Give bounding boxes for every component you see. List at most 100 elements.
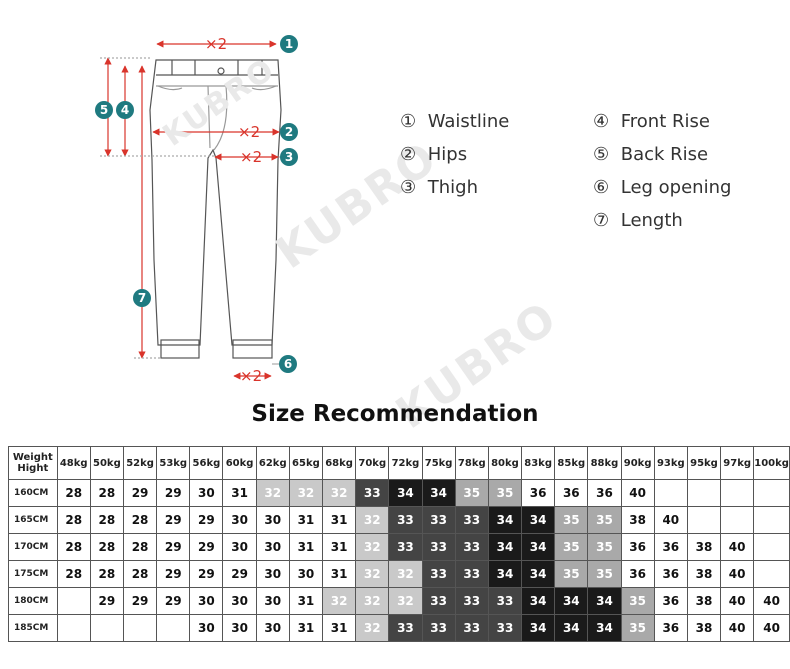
size-cell: 30 [255, 587, 290, 615]
height-header: 165CM [8, 506, 58, 534]
size-cell: 28 [56, 533, 91, 561]
size-cell: 28 [56, 506, 91, 534]
size-cell: 36 [620, 533, 655, 561]
legend-item-hips: ② Hips [400, 144, 468, 165]
legend-item-front-rise: ④ Front Rise [593, 111, 710, 132]
size-cell: 36 [653, 533, 688, 561]
size-cell: 31 [288, 533, 324, 561]
weight-header: 60kg [222, 446, 257, 480]
size-cell: 38 [686, 533, 722, 561]
size-cell: 38 [620, 506, 655, 534]
size-cell: 29 [222, 560, 257, 588]
size-cell: 34 [487, 560, 523, 588]
pants-measurement-diagram: ×2 ×2 ×2 ×2 1 2 3 4 5 6 7 [95, 35, 298, 385]
size-cell: 34 [421, 479, 456, 507]
size-cell: 34 [521, 533, 556, 561]
size-cell: 33 [454, 560, 489, 588]
marker-5: 5 [95, 101, 113, 119]
size-cell: 33 [454, 614, 489, 642]
size-cell: 28 [56, 479, 91, 507]
size-cell: 34 [521, 560, 556, 588]
size-cell: 33 [388, 506, 423, 534]
size-cell: 34 [521, 614, 556, 642]
size-cell [720, 506, 755, 534]
size-cell [686, 506, 722, 534]
size-recommendation-title: Size Recommendation [251, 401, 539, 427]
size-cell: 36 [587, 479, 622, 507]
weight-header: 68kg [321, 446, 357, 480]
legend-item-thigh: ③ Thigh [400, 177, 478, 198]
size-cell [720, 479, 755, 507]
marker-4: 4 [116, 101, 134, 119]
size-cell: 28 [89, 506, 124, 534]
marker-6: 6 [279, 355, 297, 373]
size-cell: 33 [388, 533, 423, 561]
size-cell: 34 [554, 614, 589, 642]
weight-header: 93kg [653, 446, 688, 480]
size-cell: 30 [255, 560, 290, 588]
size-cell: 32 [355, 614, 390, 642]
size-cell: 28 [89, 479, 124, 507]
size-cell: 40 [653, 506, 688, 534]
size-cell [753, 506, 790, 534]
size-cell: 28 [89, 533, 124, 561]
size-cell: 29 [89, 587, 124, 615]
size-cell: 31 [288, 587, 324, 615]
svg-text:2: 2 [285, 125, 293, 139]
size-cell: 33 [421, 587, 456, 615]
size-cell: 30 [255, 533, 290, 561]
size-cell: 29 [156, 506, 191, 534]
size-cell: 32 [255, 479, 290, 507]
size-cell: 28 [122, 506, 158, 534]
size-cell: 36 [653, 560, 688, 588]
size-cell [686, 479, 722, 507]
size-cell: 33 [355, 479, 390, 507]
size-cell: 32 [355, 587, 390, 615]
size-cell [753, 479, 790, 507]
svg-text:6: 6 [284, 357, 292, 371]
weight-header: 72kg [388, 446, 423, 480]
size-cell: 29 [189, 560, 224, 588]
size-cell: 32 [355, 533, 390, 561]
size-cell: 40 [753, 614, 790, 642]
size-cell: 33 [487, 614, 523, 642]
weight-header: 83kg [521, 446, 556, 480]
size-cell: 33 [454, 506, 489, 534]
size-cell: 40 [720, 587, 755, 615]
size-cell: 30 [222, 533, 257, 561]
size-cell: 34 [587, 587, 622, 615]
size-cell: 40 [620, 479, 655, 507]
weight-header: 52kg [122, 446, 158, 480]
size-cell: 32 [321, 479, 357, 507]
size-cell: 38 [686, 614, 722, 642]
size-cell [56, 614, 91, 642]
weight-header: 65kg [288, 446, 324, 480]
legend-column-1: ① Waistline ② Hips ③ Thigh [400, 105, 509, 204]
weight-header: 75kg [421, 446, 456, 480]
svg-text:4: 4 [121, 103, 129, 117]
size-cell: 28 [122, 533, 158, 561]
size-cell: 30 [288, 560, 324, 588]
legend-column-2: ④ Front Rise ⑤ Back Rise ⑥ Leg opening ⑦… [593, 105, 731, 237]
multiplier-label-thigh: ×2 [240, 148, 262, 166]
size-cell: 29 [156, 587, 191, 615]
multiplier-label-waist: ×2 [205, 35, 227, 53]
size-cell: 35 [554, 560, 589, 588]
size-cell: 30 [222, 587, 257, 615]
marker-3: 3 [280, 148, 298, 166]
size-cell: 33 [454, 587, 489, 615]
weight-header: 50kg [89, 446, 124, 480]
size-cell: 34 [487, 533, 523, 561]
size-cell: 36 [554, 479, 589, 507]
size-cell: 34 [587, 614, 622, 642]
size-cell: 31 [321, 506, 357, 534]
size-cell: 33 [454, 533, 489, 561]
marker-1: 1 [280, 35, 298, 53]
weight-header: 62kg [255, 446, 290, 480]
weight-header: 88kg [587, 446, 622, 480]
